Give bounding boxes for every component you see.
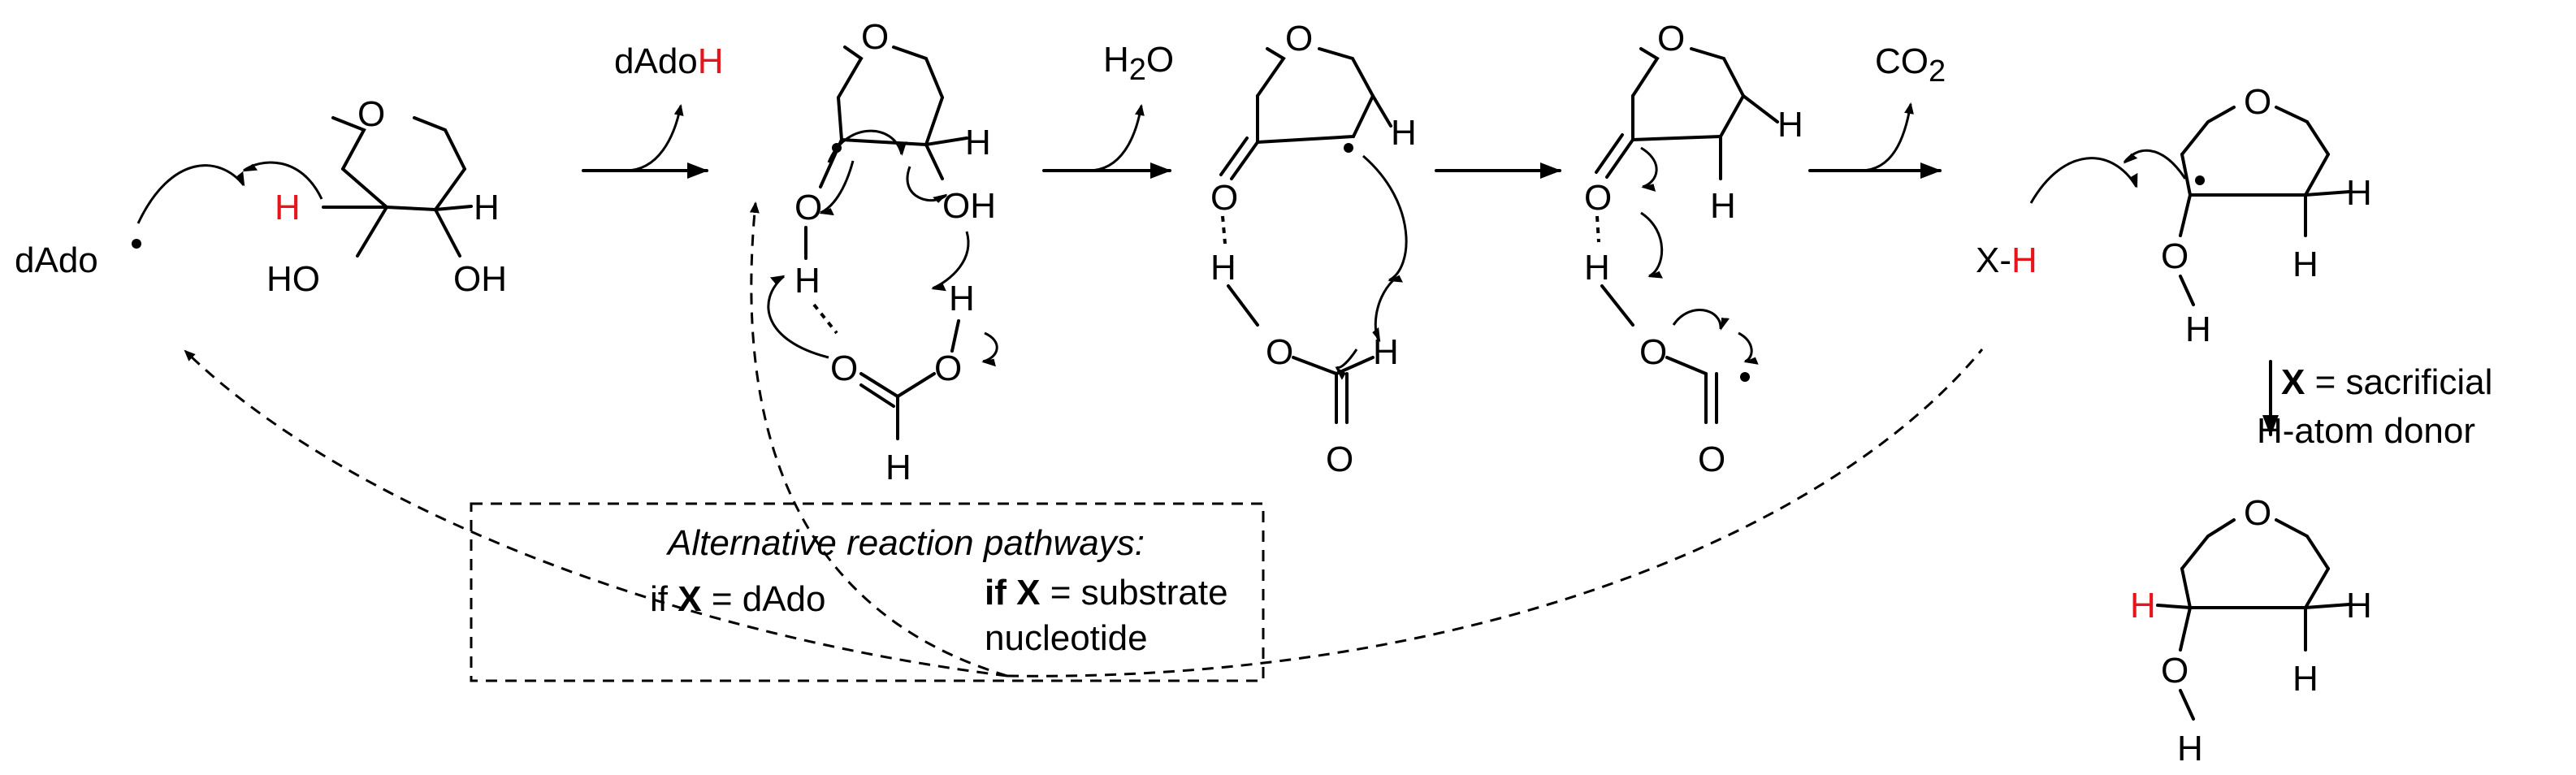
carbonyl-oxygen: O [1698,439,1725,479]
bond [434,208,461,258]
box-title: Alternative reaction pathways: [665,523,1145,563]
hydrogen-2: H [2292,245,2318,284]
structure-2-radical: O H O H OH O O H H [767,17,998,487]
bond [356,206,388,258]
pathway-origin [1007,349,1984,678]
product-water: H2O [1103,40,1174,87]
product-co2: CO2 [1875,41,1946,89]
hydrogen-2: H [1710,186,1736,226]
hydrogen-2: H [2292,659,2318,699]
abstracted-hydrogen: H [275,188,301,227]
reaction-arrow-2: H2O [1042,40,1174,179]
side-reaction-arrow: X = sacrificial H-atom donor [2257,360,2492,451]
reaction-arrow-4: CO2 [1808,41,1946,179]
ring-oxygen: O [2244,82,2271,122]
structure-3-ketyl: O H O H O H O [1210,19,1417,479]
product-dAdoH: dAdoH [614,41,724,81]
reaction-arrow-1: dAdoH [582,41,724,179]
ring-oxygen: O [1657,19,1685,58]
hydrogen: H [1391,113,1417,153]
half-arrow [136,164,245,224]
ring-oxygen: O [2244,493,2271,533]
hydroxyl-right: OH [942,186,996,226]
acid-oxygen: O [1639,332,1667,372]
pathway-arrow-to-dAdo [184,349,1008,678]
formic-hydrogen: H [885,448,911,487]
hydroxyl-hydrogen: H [1584,248,1610,288]
structure-1-substrate: dAdo O H H HO OH [15,94,507,299]
donor-note-line2: H-atom donor [2257,411,2475,451]
hydrogen-1: H [2346,586,2372,626]
ring-bond [331,116,366,171]
alternative-pathway-arrows [184,201,1984,678]
pathway-substrate-line2: nucleotide [985,618,1148,658]
keto-oxygen: O [1584,178,1612,218]
ring-bond [385,206,437,211]
ring-oxygen: O [357,94,385,134]
pathway-arrow-to-structure-2 [749,201,1008,678]
ring-bond [434,167,466,211]
formic-oxygen-1: O [830,349,858,388]
hydroxyl-hydrogen: H [1210,248,1236,288]
acid-oxygen: O [1266,332,1293,372]
hydroxyl-right: OH [453,259,507,299]
hydrogen: H [965,123,991,162]
structure-5-product-radical: X-H O H H O H [1976,82,2372,349]
hydroxyl-oxygen: O [2161,651,2189,691]
hydrogen-1: H [1777,105,1803,145]
ring-bond [341,167,388,209]
formic-oxygen-2: O [934,349,962,388]
hydrogen: H [474,188,500,227]
hydroxyl-left: HO [266,259,320,299]
alternative-pathways-box: Alternative reaction pathways: if X = dA… [470,502,1265,682]
hydroxyl-hydrogen: H [2185,310,2211,349]
hydroxyl-oxygen: O [794,188,822,227]
hydroxyl-oxygen: O [2161,236,2189,276]
structure-6-final-product: O H H H O H [2130,493,2372,769]
carbonyl-oxygen: O [1326,439,1353,479]
ring-oxygen: O [1285,19,1313,58]
donor-note-line1: X = sacrificial [2281,362,2492,402]
hydrogen-1: H [2346,173,2372,213]
ring-bond [413,116,466,171]
radical-dot [132,239,141,249]
hydroxyl-hydrogen: H [2177,729,2203,769]
pathway-substrate: if X = substrate [985,573,1228,613]
donor-label: X-H [1976,240,2037,280]
hydroxyl-hydrogen: H [794,261,820,301]
dAdo-radical-label: dAdo [15,240,98,280]
keto-oxygen: O [1210,178,1238,218]
new-hydrogen: H [2130,586,2156,626]
ring-oxygen: O [861,17,889,57]
bond [434,205,473,211]
half-arrow [242,161,323,200]
formic-acid-hydrogen: H [949,279,975,318]
structure-4-carboxyl-radical: O H H O H O O [1584,19,1803,479]
pathway-dAdo: if X = dAdo [650,579,826,619]
